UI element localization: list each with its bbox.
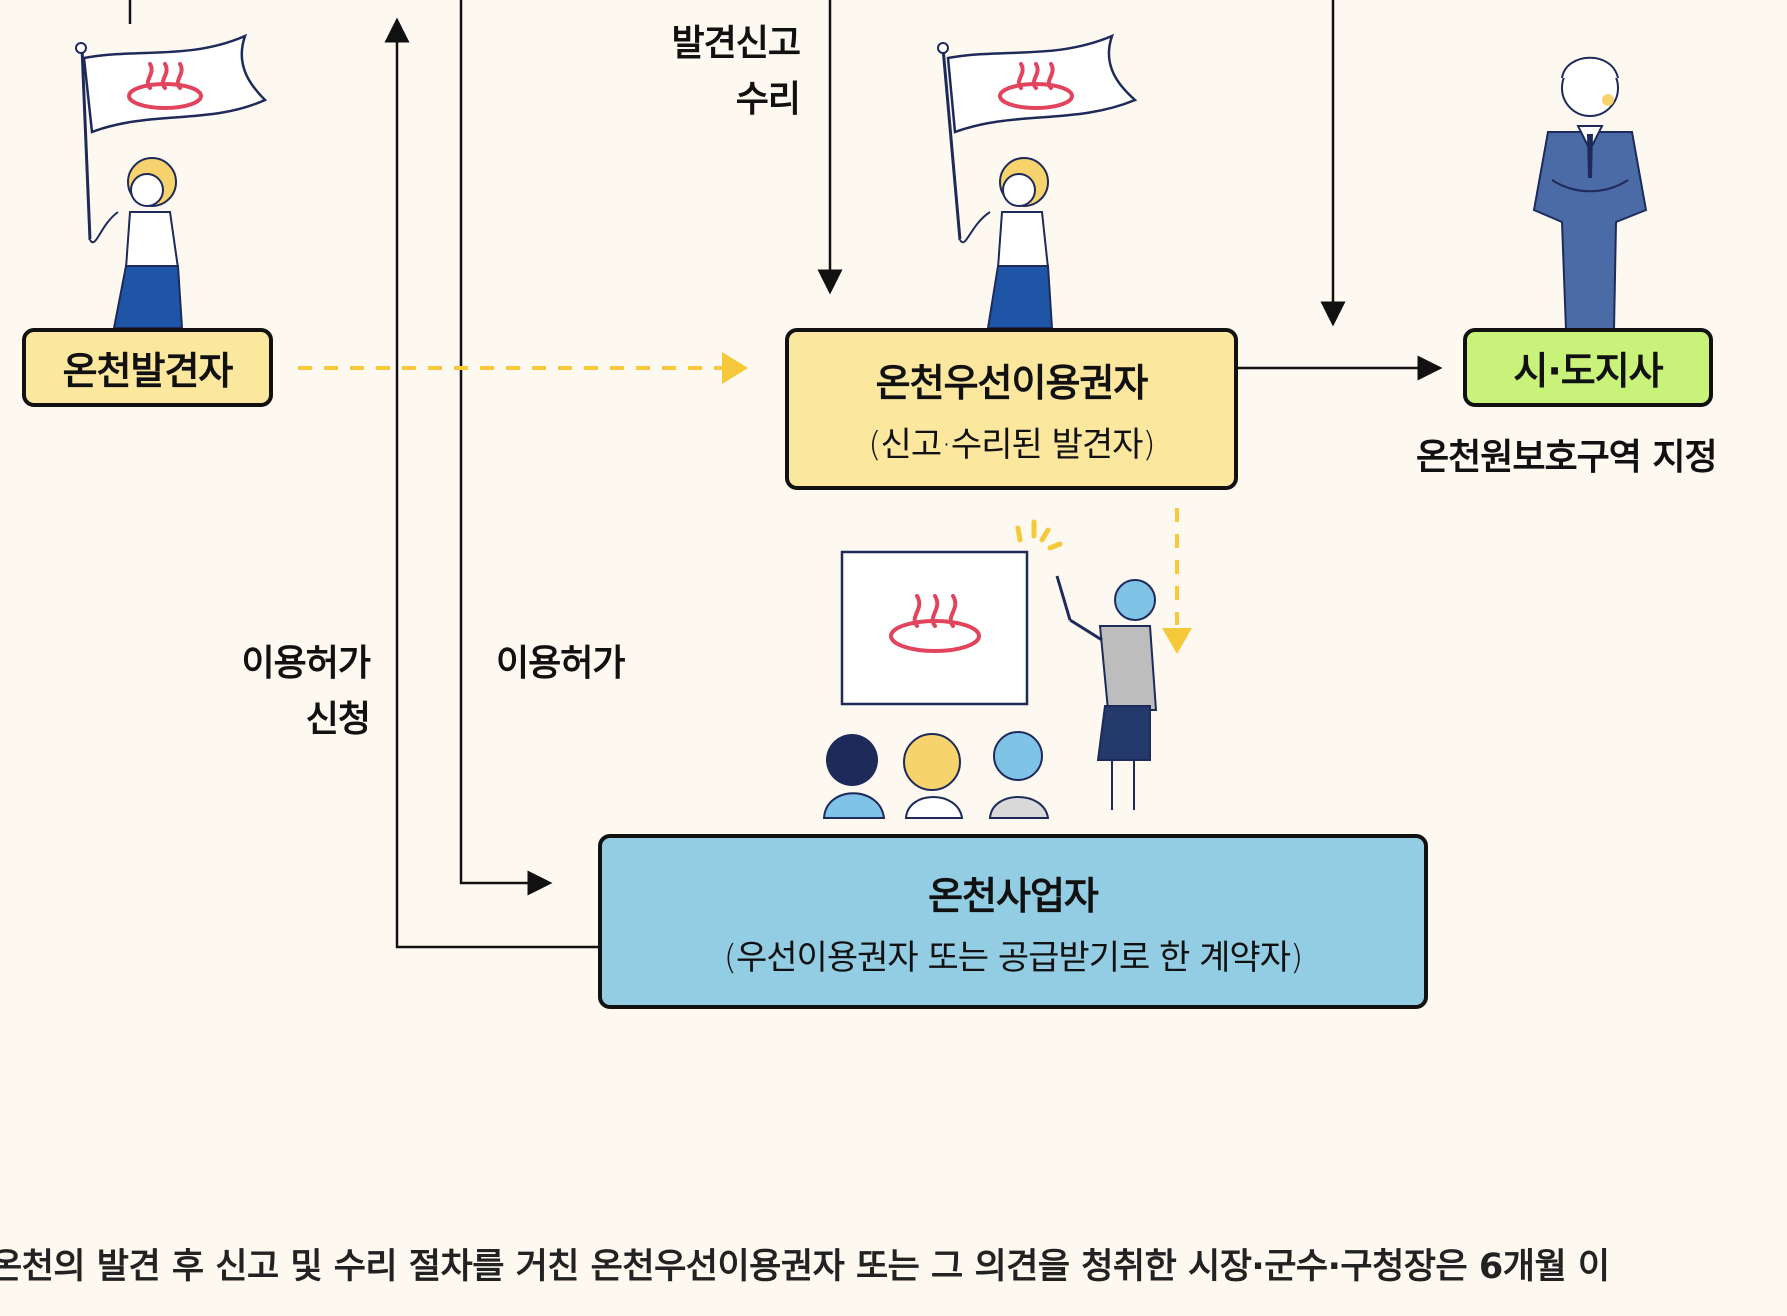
flag-woman-illustration-left [75, 33, 268, 329]
official-man-illustration [1532, 56, 1648, 331]
apply-label-line2: 신청 [305, 699, 371, 740]
governor-box: 시·도지사 [1463, 328, 1713, 407]
operator-box: 온천사업자 (우선이용권자 또는 공급받기로 한 계약자) [598, 834, 1428, 1009]
hot-spring-icon [127, 62, 203, 110]
apply-arrow [384, 17, 600, 949]
priority-user-subtitle: (신고·수리된 발견자) [868, 425, 1155, 465]
report-label-line1: 발견신고 [671, 23, 801, 64]
dashed-arrowhead-priority [1162, 628, 1192, 654]
hot-spring-icon [889, 594, 981, 653]
dashed-arrowhead-discoverer [722, 352, 748, 384]
discoverer-box: 온천발견자 [22, 328, 273, 407]
report-label: 발견신고 수리 [560, 16, 801, 128]
governor-title: 시·도지사 [1513, 349, 1663, 393]
discoverer-title: 온천발견자 [62, 349, 234, 393]
presentation-illustration [822, 519, 1158, 819]
apply-label-line1: 이용허가 [241, 643, 371, 684]
report-label-line2: 수리 [735, 79, 801, 120]
operator-subtitle: (우선이용권자 또는 공급받기로 한 계약자) [723, 937, 1304, 978]
hot-spring-icon [998, 62, 1074, 110]
footer-text: 온천의 발견 후 신고 및 수리 절차를 거친 온천우선이용권자 또는 그 의견… [0, 1247, 1610, 1287]
operator-title: 온천사업자 [928, 873, 1099, 918]
priority-user-title: 온천우선이용권자 [875, 361, 1149, 405]
priority-user-box: 온천우선이용권자 (신고·수리된 발견자) [785, 328, 1238, 490]
apply-label: 이용허가 신청 [130, 636, 371, 748]
permit-arrow [459, 0, 553, 896]
flag-woman-illustration-center [937, 33, 1138, 329]
designation-label: 온천원보호구역 지정 [1416, 437, 1718, 478]
permit-label: 이용허가 [496, 643, 625, 684]
